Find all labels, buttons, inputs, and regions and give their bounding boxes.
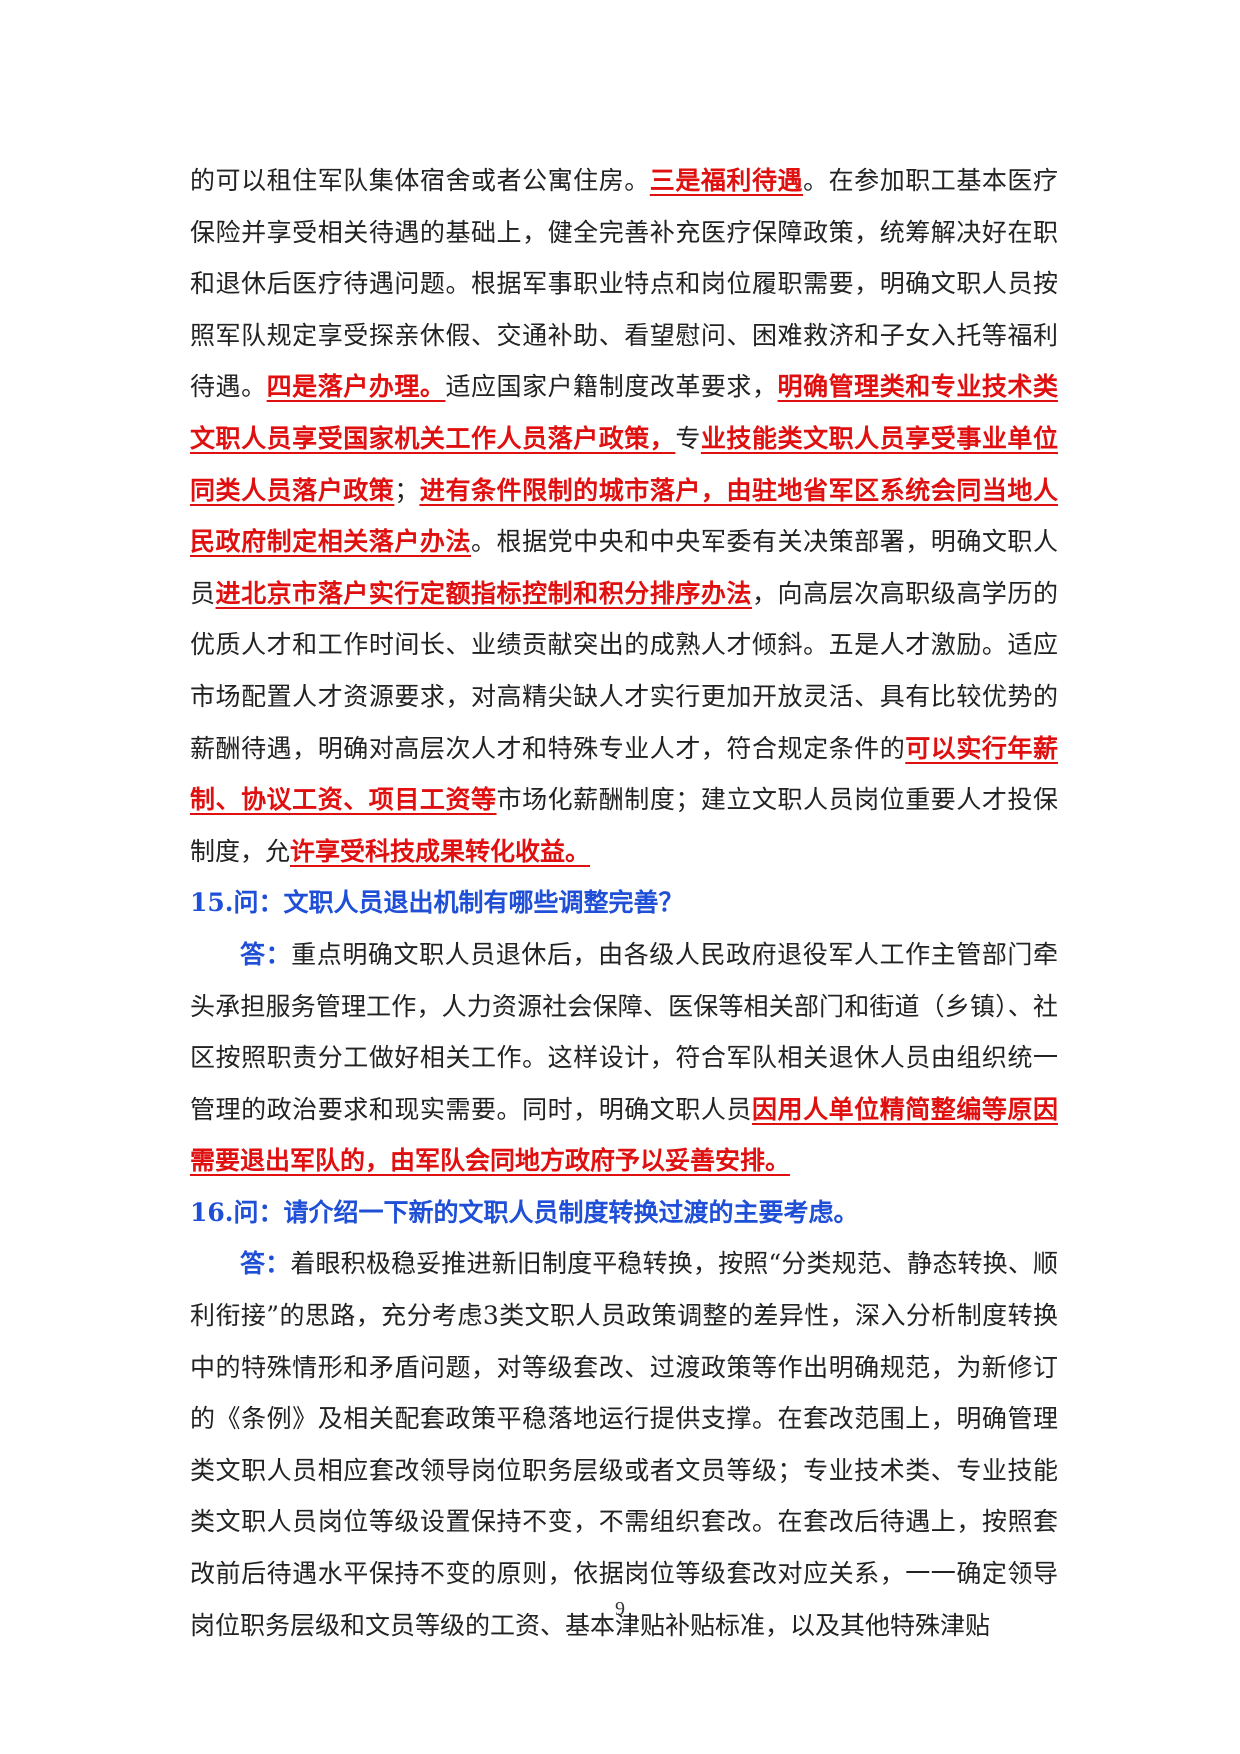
highlight-market-salary: 可以实行年薪制、协议工资、项目工资等 [190,733,1058,815]
highlight-benefits: 三是福利待遇 [649,166,804,195]
text-run: 。在参加职工基本医疗保险并享受相关待遇的基础上，健全完善补充医疗保障政策，统筹解… [190,166,1058,402]
text-run: 重点明确文职人员退休后，由各级人民政府退役军人工作主管部门牵头承担服务管理工作，… [190,939,1058,1124]
paragraph-benefits: 的可以租住军队集体宿舍或者公寓住房。三是福利待遇。在参加职工基本医疗保险并享受相… [190,155,1058,877]
text-run: 适应国家户籍制度改革要求， [445,372,778,402]
question-15: 15.问：文职人员退出机制有哪些调整完善？ [190,888,684,918]
answer-16: 答：着眼积极稳妥推进新旧制度平稳转换，按照“分类规范、静态转换、顺利衔接”的思路… [190,1238,1058,1651]
text-run: ； [394,475,420,505]
highlight-registration-policy-2: 业技能类文职人员享受事业单位同类人员落户政策 [190,423,1058,505]
answer-label: 答： [240,939,292,969]
answer-label: 答： [240,1249,291,1279]
highlight-restricted-cities: 进有条件限制的城市落户，由驻地省军区系统会同当地人民政府制定相关落户办法 [190,475,1058,557]
answer-15: 答：重点明确文职人员退休后，由各级人民政府退役军人工作主管部门牵头承担服务管理工… [190,929,1058,1187]
highlight-beijing-quota: 进北京市落户实行定额指标控制和积分排序办法 [215,578,752,608]
page-number: 9 [615,1598,625,1620]
body-text: 的可以租住军队集体宿舍或者公寓住房。三是福利待遇。在参加职工基本医疗保险并享受相… [190,155,1058,1651]
text-run: 的可以租住军队集体宿舍或者公寓住房。 [190,166,650,195]
highlight-registration-policy-1: 明确管理类和专业技术类文职人员享受国家机关工作人员落户政策， [190,372,1058,453]
text-run: 。根据党中央和中央军委有关决策部署，明确文职人员 [190,527,1058,608]
text-run: ，向高层次高职级高学历的优质人才和工作时间长、业绩贡献突出的成熟人才倾斜。五是人… [190,578,1058,763]
highlight-tech-income: 许享受科技成果转化收益。 [290,836,591,866]
highlight-household-registration: 四是落户办理。 [266,372,446,402]
question-16: 16.问：请介绍一下新的文职人员制度转换过渡的主要考虑。 [190,1197,859,1227]
highlight-exit-arrangement: 因用人单位精简整编等原因需要退出军队的，由军队会同地方政府予以妥善安排。 [190,1094,1058,1176]
text-run: 着眼积极稳妥推进新旧制度平稳转换，按照“分类规范、静态转换、顺利衔接”的思路，充… [190,1249,1058,1640]
text-run: 专 [675,423,701,453]
text-run: 市场化薪酬制度；建立文职人员岗位重要人才投保制度，允 [190,785,1058,866]
